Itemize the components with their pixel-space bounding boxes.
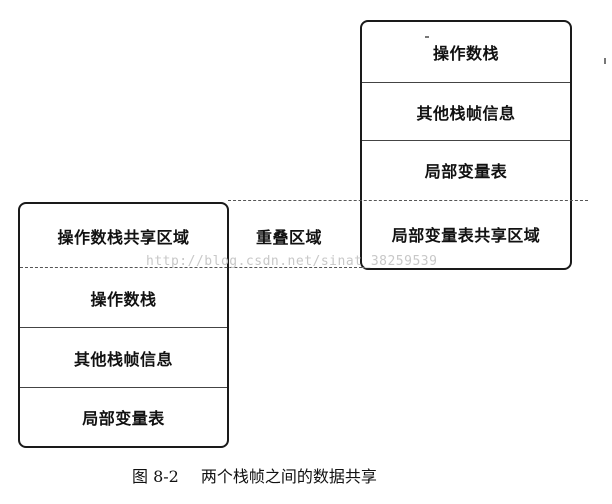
lower-separator-2	[20, 327, 227, 328]
lower-operand-stack-shared-cell: 操作数栈共享区域	[57, 227, 190, 247]
upper-separator-2	[362, 140, 570, 141]
watermark-url: http://blog.csdn.net/sinat_38259539	[146, 254, 438, 269]
lower-separator-3	[20, 387, 227, 388]
upper-stack-frame: 操作数栈 其他栈帧信息 局部变量表 局部变量表共享区域	[360, 20, 572, 270]
lower-local-vars-cell: 局部变量表	[82, 409, 165, 428]
upper-separator-1	[362, 82, 570, 83]
overlap-top-boundary	[228, 200, 588, 201]
lower-stack-frame: 操作数栈共享区域 操作数栈 其他栈帧信息 局部变量表	[18, 202, 229, 448]
overlap-bottom-boundary	[20, 267, 362, 268]
overlap-region-label: 重叠区域	[256, 228, 323, 247]
upper-operand-stack-cell: 操作数栈	[432, 44, 499, 63]
scan-mark	[604, 58, 606, 64]
upper-other-frame-info-cell: 其他栈帧信息	[416, 103, 516, 123]
lower-operand-stack-cell: 操作数栈	[90, 290, 157, 309]
lower-other-frame-info-cell: 其他栈帧信息	[73, 349, 173, 369]
scan-mark	[425, 36, 429, 38]
upper-local-vars-shared-cell: 局部变量表共享区域	[391, 226, 541, 245]
figure-title: 两个栈帧之间的数据共享	[200, 467, 377, 486]
upper-local-vars-cell: 局部变量表	[424, 162, 508, 181]
figure-caption: 图 8-2 两个栈帧之间的数据共享	[132, 463, 377, 487]
figure-number: 图 8-2	[132, 467, 179, 486]
